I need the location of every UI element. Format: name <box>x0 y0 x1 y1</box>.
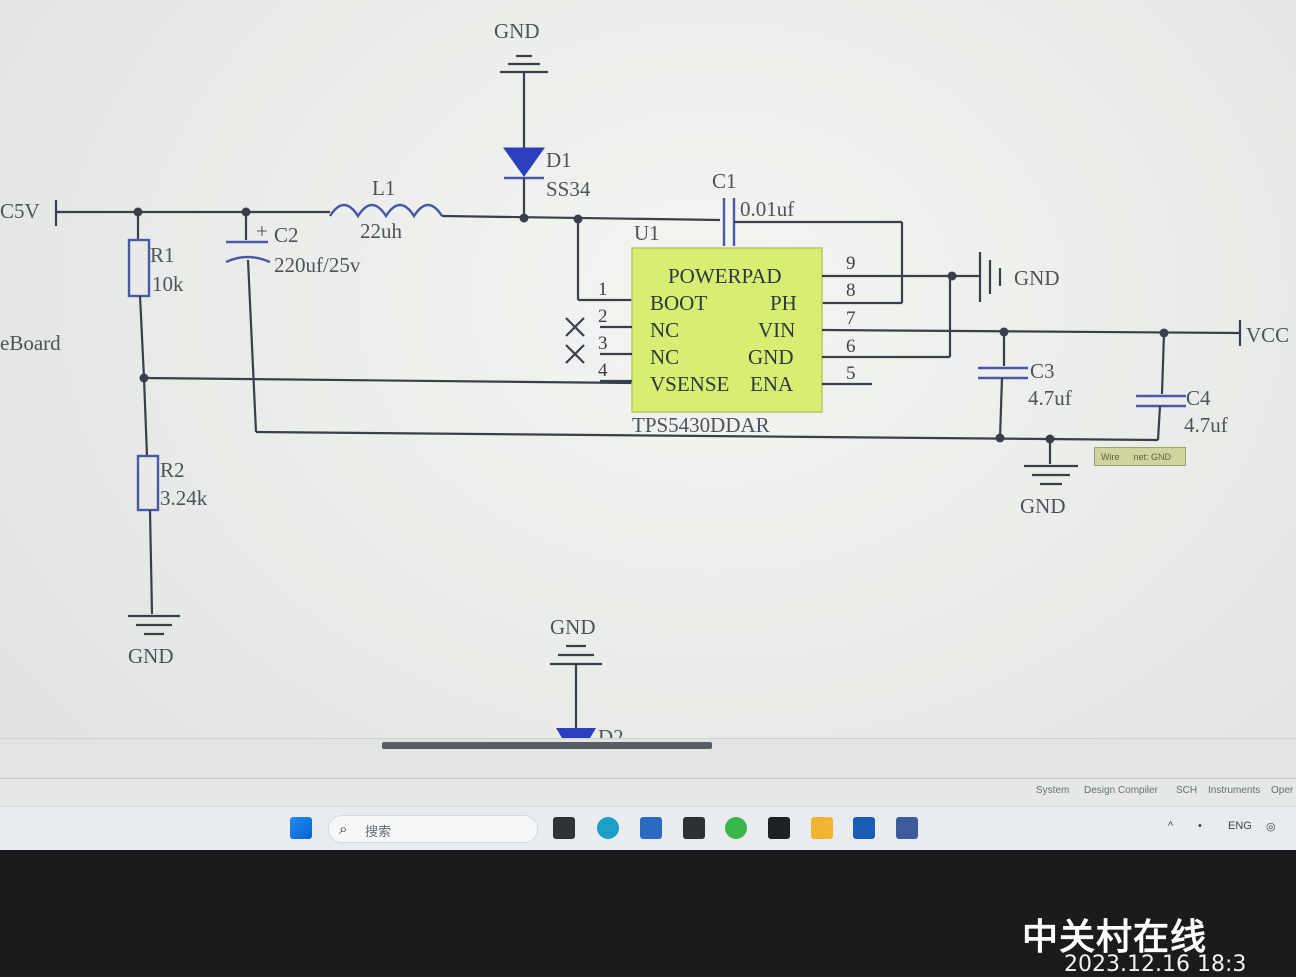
u1-ref: U1 <box>634 221 660 245</box>
r2-ref: R2 <box>160 458 185 482</box>
windows-taskbar: ⌕ 搜索 ^ • ENG ◎ <box>0 806 1296 850</box>
gnd-symbol-bottom: GND <box>550 615 602 728</box>
junction-dots <box>133 207 1169 444</box>
pin-num-5: 5 <box>846 363 856 384</box>
diode-d1[interactable]: D1 SS34 <box>503 147 591 218</box>
pin-num-1: 1 <box>598 279 608 300</box>
task-view-icon[interactable] <box>553 817 575 839</box>
gnd-label-bottom: GND <box>550 615 596 639</box>
l1-value: 22uh <box>360 219 403 243</box>
ic-u1[interactable]: U1 TPS5430DDAR POWERPAD BOOT NC NC VSENS… <box>631 221 823 437</box>
file-explorer-icon[interactable] <box>811 817 833 839</box>
capacitor-c4[interactable]: C4 4.7uf <box>1136 332 1228 441</box>
sticky-app-icon[interactable] <box>768 817 790 839</box>
c4-ref: C4 <box>1186 386 1211 410</box>
pin-name-powerpad: POWERPAD <box>668 264 782 288</box>
diode-d2[interactable]: D2 <box>556 725 624 738</box>
tab-sch[interactable]: SCH <box>1176 785 1198 796</box>
ic-left-pins: 1 2 3 4 <box>565 279 632 383</box>
zol-watermark-logo: 中关村在线 <box>1022 917 1208 958</box>
tray-language[interactable]: ENG <box>1228 820 1252 832</box>
tray-chevron-icon[interactable]: ^ <box>1168 820 1174 832</box>
capacitor-c2[interactable]: + C2 220uf/25v <box>225 212 361 433</box>
gnd-label-left: GND <box>128 644 174 668</box>
windows-start-icon[interactable] <box>290 817 312 839</box>
r1-ref: R1 <box>150 243 175 267</box>
panel-tab-bar: System Design Compiler SCH Instruments O… <box>0 778 1296 807</box>
r2-value: 3.24k <box>160 486 208 510</box>
schematic-window: GND D1 SS34 C5V L1 22uh C1 <box>0 0 1296 850</box>
tooltip-net: net: GND <box>1133 451 1172 462</box>
d1-value: SS34 <box>546 177 591 201</box>
c2-plus: + <box>256 219 268 243</box>
tab-system[interactable]: System <box>1036 785 1070 796</box>
wechat-icon[interactable] <box>725 817 747 839</box>
gnd-symbol-top: GND <box>494 19 548 148</box>
board-label: eBoard <box>0 331 61 355</box>
tab-oper[interactable]: Oper <box>1271 785 1294 796</box>
c1-ref: C1 <box>712 169 737 193</box>
capacitor-c3[interactable]: C3 4.7uf <box>978 332 1072 439</box>
pin-num-9: 9 <box>846 253 856 274</box>
pin-name-boot: BOOT <box>650 291 707 315</box>
r1-value: 10k <box>152 272 184 296</box>
pin-name-nc1: NC <box>650 318 679 342</box>
resistor-r2[interactable]: R2 3.24k <box>136 377 208 615</box>
c2-ref: C2 <box>274 223 299 247</box>
net-label-c5v: C5V <box>0 199 40 223</box>
photos-icon[interactable] <box>640 817 662 839</box>
tab-design-compiler[interactable]: Design Compiler <box>1084 785 1158 796</box>
net-tooltip: Wire net: GND <box>1094 447 1186 466</box>
pin-num-6: 6 <box>846 336 856 357</box>
c4-value: 4.7uf <box>1184 413 1228 437</box>
photo-timestamp: 2023.12.16 18:3 <box>1064 952 1247 977</box>
inductor-l1[interactable]: L1 22uh <box>328 176 444 243</box>
app-y-icon[interactable] <box>683 817 705 839</box>
pin-num-7: 7 <box>846 308 856 329</box>
pin-name-nc2: NC <box>650 345 679 369</box>
pin-num-8: 8 <box>846 280 856 301</box>
resistor-r1[interactable]: R1 10k <box>127 212 184 379</box>
capacitor-c1[interactable]: C1 0.01uf <box>712 169 794 246</box>
search-icon: ⌕ <box>339 820 348 838</box>
edge-browser-icon[interactable] <box>597 817 619 839</box>
network-icon[interactable]: ◎ <box>1266 821 1276 833</box>
tooltip-kind: Wire <box>1101 451 1120 462</box>
horizontal-scroll-track[interactable] <box>0 738 1296 779</box>
tab-instruments[interactable]: Instruments <box>1208 785 1261 796</box>
d1-ref: D1 <box>546 148 572 172</box>
c2-value: 220uf/25v <box>274 253 361 277</box>
gnd-label-right: GND <box>1014 266 1060 290</box>
c1-value: 0.01uf <box>740 197 794 221</box>
gnd-symbol-right: GND <box>978 252 1060 302</box>
ic-right-pins: 9 8 7 6 5 <box>821 253 1241 386</box>
horizontal-scrollbar-thumb[interactable] <box>382 742 712 749</box>
pin-name-vsense: VSENSE <box>650 372 729 396</box>
pin-num-3: 3 <box>598 333 608 354</box>
word-icon[interactable] <box>853 817 875 839</box>
gnd-symbol-left: GND <box>128 614 180 668</box>
taskbar-search-input[interactable]: ⌕ 搜索 <box>328 815 538 843</box>
c3-value: 4.7uf <box>1028 386 1072 410</box>
schematic-canvas[interactable]: GND D1 SS34 C5V L1 22uh C1 <box>0 0 1296 738</box>
gnd-symbol-bottom-right: GND <box>1020 438 1078 518</box>
d2-ref: D2 <box>598 725 624 738</box>
pin-name-gnd: GND <box>748 345 794 369</box>
pin-name-ph: PH <box>770 291 797 315</box>
l1-ref: L1 <box>372 176 395 200</box>
u1-part: TPS5430DDAR <box>632 413 770 437</box>
search-placeholder: 搜索 <box>365 825 392 840</box>
pin-num-2: 2 <box>598 306 608 327</box>
pin-name-ena: ENA <box>750 372 794 396</box>
c3-ref: C3 <box>1030 359 1055 383</box>
net-label-vcc: VCC <box>1246 323 1289 347</box>
pin-name-vin: VIN <box>758 318 795 342</box>
pin-num-4: 4 <box>598 360 608 381</box>
gnd-label-top: GND <box>494 19 540 43</box>
altium-icon[interactable] <box>896 817 918 839</box>
microphone-icon[interactable]: • <box>1198 820 1202 832</box>
gnd-label-bottom-right: GND <box>1020 494 1066 518</box>
